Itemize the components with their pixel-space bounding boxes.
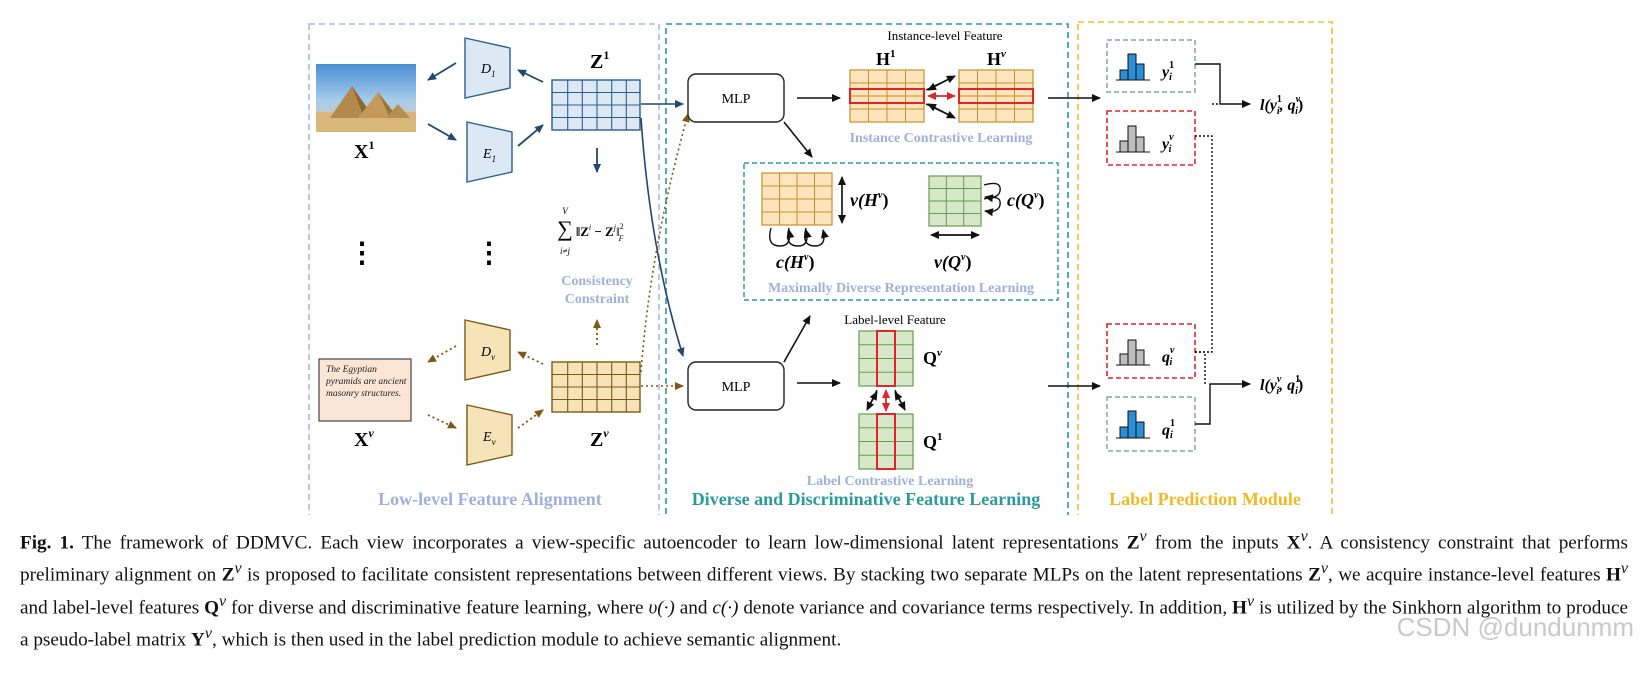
- instance-contrast-arrows: [925, 75, 956, 119]
- zv-label: Zv: [590, 426, 609, 451]
- text-input-content: The Egyptian pyramids are ancient masonr…: [326, 365, 407, 399]
- arrow-d1-to-image: [427, 62, 457, 81]
- arrow-mlp-top-to-diverse: [783, 121, 813, 158]
- diverse-box-title: Maximally Diverse Representation Learnin…: [768, 281, 1034, 296]
- arrow-z1-to-mlp-bottom: [640, 117, 685, 357]
- svg-text:E1: E1: [482, 147, 496, 164]
- x1-label: X1: [354, 138, 374, 163]
- label-contrast-arrows: [866, 389, 906, 412]
- mlp-bottom-label: MLP: [722, 380, 751, 395]
- label-contrastive-label: Label Contrastive Learning: [807, 474, 973, 489]
- panel-diverse-title: Diverse and Discriminative Feature Learn…: [692, 489, 1041, 509]
- qv-matrix: [858, 330, 914, 387]
- svg-text:yvi: yvi: [1160, 132, 1174, 155]
- ellipsis-mid: ⋮: [475, 238, 503, 269]
- svg-text:V: V: [562, 206, 569, 216]
- q1-matrix: [858, 413, 914, 470]
- qv-label: Qv: [923, 347, 942, 368]
- qv-small-matrix: [928, 175, 982, 227]
- mlp-top-label: MLP: [722, 92, 751, 107]
- z1-label: Z1: [590, 48, 609, 73]
- encoder-ev: Ev: [466, 404, 513, 466]
- encoder-e1: E1: [466, 121, 513, 183]
- arrow-image-to-e1: [427, 123, 457, 141]
- arrow-e1-to-z1: [517, 124, 544, 147]
- pyramid-image: [316, 64, 416, 132]
- svg-text:D1: D1: [480, 62, 496, 79]
- zv-matrix: [551, 361, 641, 413]
- panel-diverse: [665, 23, 1069, 515]
- c-q-label: c(Qv): [1007, 190, 1044, 211]
- h1-matrix: [849, 69, 925, 123]
- v-q-label: v(Qv): [934, 252, 971, 273]
- arrow-mlp-bottom-to-diverse: [783, 315, 811, 363]
- panel-label-pred-title: Label Prediction Module: [1109, 489, 1301, 509]
- hv-small-matrix: [761, 172, 833, 226]
- framework-diagram: Low-level Feature Alignment Diverse and …: [308, 21, 1333, 515]
- cov-h-arrows: [768, 227, 829, 247]
- xv-label: Xv: [354, 426, 374, 451]
- mlp-top: [687, 73, 785, 123]
- hv-label: Hv: [987, 48, 1006, 69]
- label-level-title: Label-level Feature: [844, 312, 946, 327]
- v-h-label: v(Hv): [850, 190, 888, 211]
- ellipsis-left: ⋮: [348, 238, 376, 269]
- loss-connectors: [1195, 63, 1251, 425]
- text-input-box: The Egyptian pyramids are ancient masonr…: [318, 358, 412, 422]
- consistency-label-1: Consistency: [561, 274, 633, 289]
- hv-matrix: [958, 69, 1034, 123]
- mlp-bottom: [687, 361, 785, 411]
- arrow-z1-to-d1: [517, 69, 544, 83]
- decoder-d1: D1: [464, 37, 511, 99]
- arrow-text-to-ev: [427, 414, 457, 429]
- svg-text:y1i: y1i: [1160, 60, 1174, 83]
- svg-text:Dv: Dv: [480, 345, 495, 362]
- decoder-dv: Dv: [464, 319, 511, 381]
- panel-label-pred: [1077, 21, 1333, 515]
- z1-matrix: [551, 79, 641, 131]
- svg-text:Ev: Ev: [482, 430, 496, 447]
- c-h-label: c(Hv): [776, 252, 814, 273]
- arrow-zv-to-mlp-top: [640, 113, 690, 373]
- instance-contrastive-label: Instance Contrastive Learning: [850, 131, 1033, 146]
- svg-text:∑: ∑: [557, 216, 573, 241]
- h1-label: H1: [876, 48, 896, 69]
- svg-text:‖Zi − Zj‖2F: ‖Zi − Zj‖2F: [576, 222, 624, 243]
- instance-title: Instance-level Feature: [887, 28, 1002, 43]
- svg-text:i≠j: i≠j: [560, 246, 570, 256]
- svg-text:q1i: q1i: [1162, 418, 1175, 441]
- caption-fig-number: Fig. 1.: [20, 532, 74, 554]
- figure-caption: Fig. 1. The framework of DDMVC. Each vie…: [20, 528, 1629, 651]
- watermark: CSDN @dundunmm: [1396, 612, 1634, 642]
- diverse-box: [743, 162, 1059, 301]
- arrow-ev-to-zv: [517, 409, 544, 429]
- q1-label: Q1: [923, 431, 943, 452]
- panel-low-level-title: Low-level Feature Alignment: [378, 489, 602, 509]
- svg-text:qvi: qvi: [1162, 345, 1175, 368]
- panel-low-level: [308, 23, 660, 515]
- arrow-zv-to-dv: [517, 351, 544, 365]
- arrow-dv-to-text: [427, 345, 457, 363]
- cov-q-arrows: [983, 182, 1001, 217]
- consistency-label-2: Constraint: [565, 292, 630, 307]
